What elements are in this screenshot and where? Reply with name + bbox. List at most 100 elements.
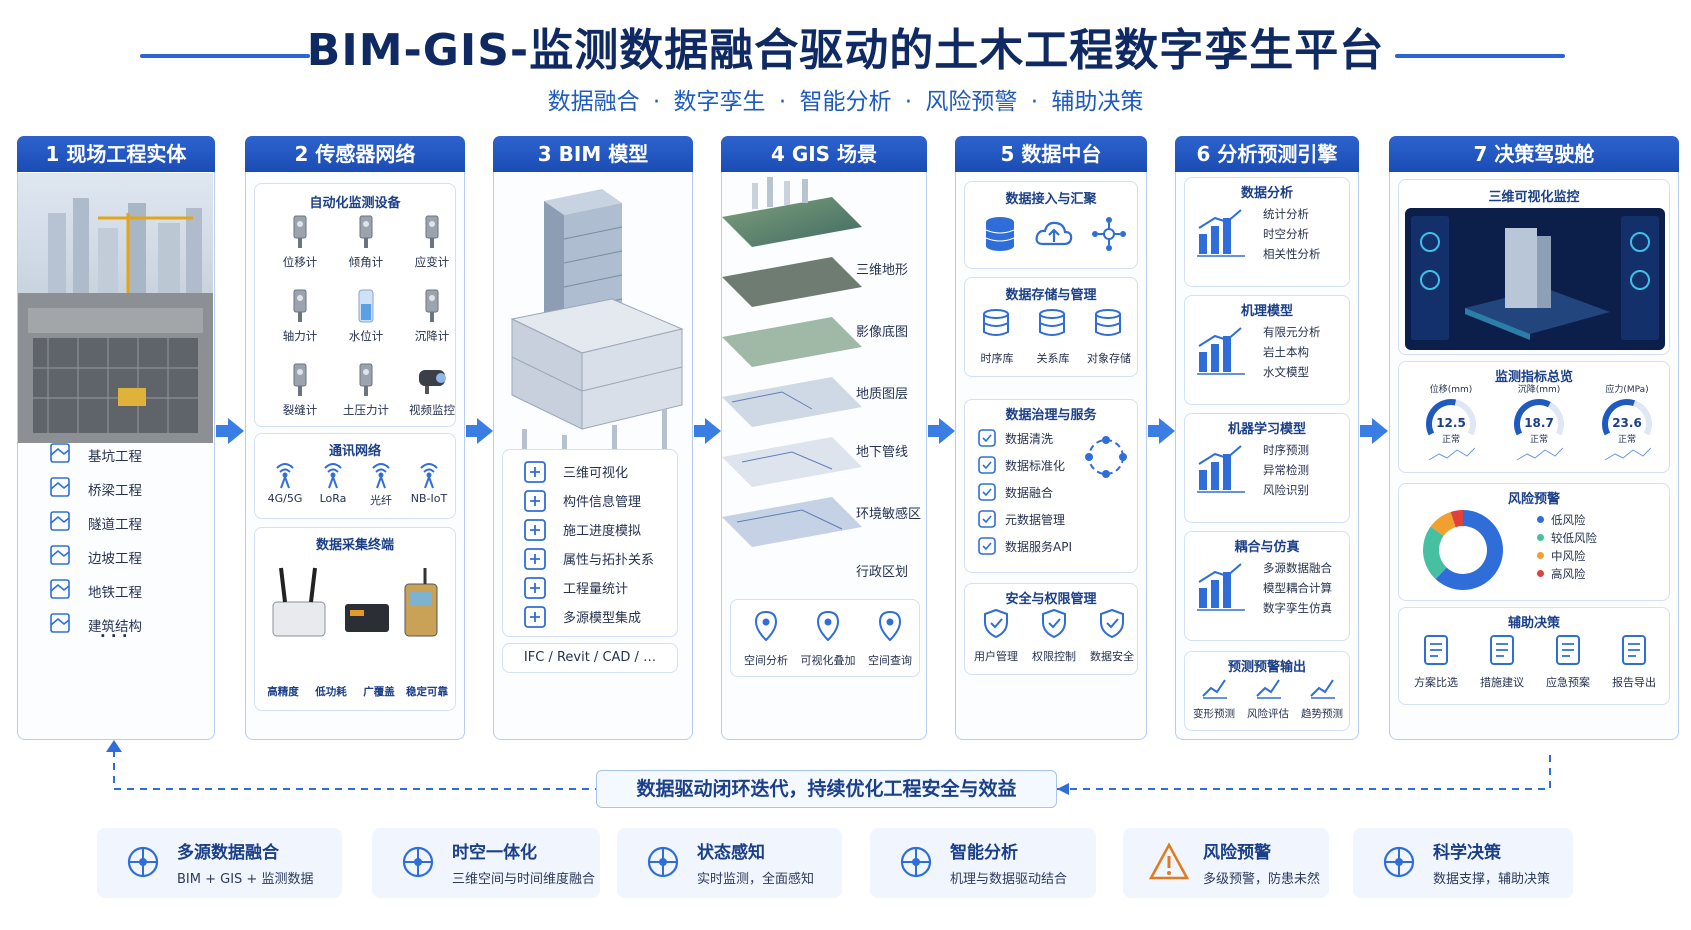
cloud-upload-icon <box>1035 221 1073 246</box>
feedback-loop-label: 数据驱动闭环迭代，持续优化工程安全与效益 <box>596 770 1057 808</box>
map-pin-icon <box>813 610 843 646</box>
feature-title: 状态感知 <box>697 843 765 863</box>
flow-arrow-icon <box>1372 418 1388 444</box>
security-panel: 安全与权限管理 用户管理权限控制数据安全 <box>964 583 1138 675</box>
risk-donut-slice <box>1450 510 1463 528</box>
analysis-block-title: 机理模型 <box>1240 304 1293 319</box>
gateway-device-icon <box>272 567 438 637</box>
bim-function-item: 三维可视化 <box>563 466 629 481</box>
terminal-feature-tag: 高精度 <box>267 686 299 698</box>
fiber-optic-icon <box>367 460 395 494</box>
gis-layer-label: 环境敏感区 <box>856 507 922 522</box>
column-bim-model: 3 BIM 模型 三维可视化构件信息管理施工进度模拟属性与拓扑关系工程量统计多源… <box>493 136 693 740</box>
signal-chart-icon <box>1379 842 1419 886</box>
gis-layer-label: 影像底图 <box>856 325 909 340</box>
checklist-icon <box>1487 634 1517 670</box>
nb-iot-icon <box>415 460 443 494</box>
integration-icon <box>521 603 549 635</box>
crack-meter-icon <box>283 360 317 402</box>
more-indicator: · · · <box>100 627 128 645</box>
governance-icon <box>977 428 997 452</box>
gis-layer-label: 三维地形 <box>856 263 909 278</box>
tunnel-icon <box>48 509 72 537</box>
bim-function-item: 属性与拓扑关系 <box>563 553 655 568</box>
gear-icon <box>1553 634 1583 670</box>
device-label: 裂缝计 <box>282 403 318 417</box>
analysis-method-item: 相关性分析 <box>1263 247 1321 261</box>
storage-label: 对象存储 <box>1087 352 1131 365</box>
feature-card: 科学决策数据支撑，辅助决策 <box>1353 828 1573 898</box>
inclinometer-icon <box>349 212 383 254</box>
column-analysis-engine: 6 分析预测引擎 数据分析统计分析时空分析相关性分析机理模型有限元分析岩土本构水… <box>1175 136 1359 740</box>
bim-building-model-icon <box>510 189 684 467</box>
gauge-fill <box>1602 399 1636 436</box>
feature-subtitle: 机理与数据驱动结合 <box>950 872 1068 887</box>
analysis-method-item: 风险识别 <box>1263 483 1309 497</box>
column-title: 1 现场工程实体 <box>17 136 215 172</box>
risk-legend-dot <box>1537 570 1544 577</box>
feature-title: 多源数据融合 <box>177 843 279 863</box>
bim-function-item: 构件信息管理 <box>563 495 642 510</box>
analysis-method-item: 有限元分析 <box>1263 325 1321 339</box>
risk-donut-slice <box>1423 526 1447 580</box>
analysis-method-item: 异常检测 <box>1263 463 1309 477</box>
device-label: 视频监控 <box>409 403 455 417</box>
decision-label: 报告导出 <box>1612 676 1656 689</box>
cellular-signal-icon <box>271 460 299 494</box>
analysis-method-item: 水文模型 <box>1263 365 1309 379</box>
flow-arrow-icon <box>705 418 721 444</box>
column-site-entity: 1 现场工程实体 基坑工程桥梁工程隧道工程边坡工程地铁工程建筑结构 · · · <box>17 136 215 740</box>
flow-arrow-shaft <box>466 425 478 437</box>
water-level-gauge-icon <box>349 286 383 328</box>
risk-legend-label: 高风险 <box>1551 567 1586 581</box>
storage-icon <box>1037 308 1067 342</box>
panel-title: 数据采集终端 <box>315 538 394 553</box>
map-pin-icon <box>875 610 905 646</box>
risk-legend-label: 中风险 <box>1551 549 1586 563</box>
security-label: 数据安全 <box>1090 650 1134 663</box>
metro-icon <box>48 577 72 605</box>
feature-subtitle: 实时监测，全面感知 <box>697 872 815 887</box>
data-access-panel: 数据接入与汇聚 <box>964 181 1138 269</box>
device-label: 土压力计 <box>343 403 389 417</box>
bar-chart-icon <box>1195 208 1249 264</box>
terminal-feature-tag: 稳定可靠 <box>406 686 448 698</box>
prediction-icon <box>1255 674 1283 704</box>
site-type-item: 建筑结构 <box>88 619 142 635</box>
risk-legend-dot <box>1537 552 1544 559</box>
network-label: 4G/5G <box>267 492 303 505</box>
decision-label: 措施建议 <box>1480 676 1524 689</box>
panel-title: 辅助决策 <box>1507 616 1560 631</box>
risk-donut-slice <box>1430 511 1456 536</box>
security-label: 权限控制 <box>1032 650 1076 663</box>
device-label: 水位计 <box>348 329 384 343</box>
gauge-label: 应力(MPa) <box>1605 385 1649 395</box>
flow-arrow-icon <box>939 418 955 444</box>
bim-function-item: 施工进度模拟 <box>563 524 642 539</box>
analysis-block-title: 耦合与仿真 <box>1234 540 1300 555</box>
site-type-item: 边坡工程 <box>88 551 142 567</box>
analysis-method-item: 时序预测 <box>1263 443 1309 457</box>
earth-pressure-gauge-icon <box>349 360 383 402</box>
gis-layer-label: 地质图层 <box>856 387 909 402</box>
flow-arrow-icon <box>477 418 493 444</box>
cube-icon <box>521 458 549 490</box>
governance-icon <box>977 455 997 479</box>
feature-title: 智能分析 <box>950 843 1018 863</box>
governance-item: 数据清洗 <box>1005 432 1054 446</box>
storage-label: 时序库 <box>980 352 1014 365</box>
lora-antenna-icon <box>319 460 347 494</box>
column-gis-scene: 4 GIS 场景 三维地形影像底图地质图层地下管线环境敏感区行政区划 空间分析可… <box>721 136 927 740</box>
risk-donut-chart <box>1423 510 1503 590</box>
analysis-method-item: 数字孪生仿真 <box>1263 601 1332 615</box>
displacement-gauge-icon <box>283 212 317 254</box>
analysis-block-panel: 机理模型有限元分析岩土本构水文模型 <box>1184 295 1350 405</box>
people-compare-icon <box>1421 634 1451 670</box>
column-data-platform: 5 数据中台 数据接入与汇聚 数据存储与管理 时序库关系库对象存储 数据治理与服… <box>955 136 1147 740</box>
storage-icon <box>1093 308 1123 342</box>
bim-formats-label: IFC / Revit / CAD / … <box>523 650 657 665</box>
flow-arrow-shaft <box>216 425 228 437</box>
shield-icon <box>1040 608 1068 642</box>
gauge-state: 正常 <box>1617 435 1636 445</box>
